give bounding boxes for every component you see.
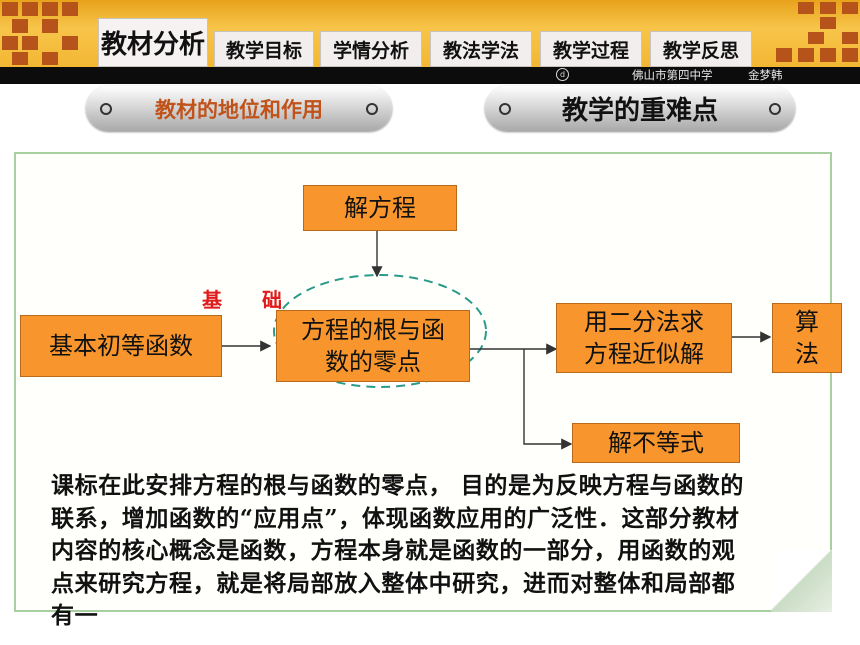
- basis-label-1: 基: [202, 288, 222, 312]
- decor-square: [42, 52, 58, 65]
- tab-teaching-reflection[interactable]: 教学反思: [650, 31, 752, 67]
- node-algorithm: 算 法: [772, 303, 842, 373]
- section-label-key-points: 教学的重难点: [561, 96, 718, 126]
- tab-teaching-methods[interactable]: 教法学法: [430, 31, 532, 67]
- tab-textbook-analysis[interactable]: 教材分析: [98, 18, 208, 67]
- decor-square: [820, 2, 836, 14]
- node-roots-and-zeros-line2: 数的零点: [325, 348, 421, 376]
- decor-square: [798, 48, 814, 62]
- decor-square: [12, 52, 28, 65]
- arrow-branch-down: [523, 349, 573, 450]
- basis-label-2: 础: [262, 288, 282, 312]
- decor-square: [42, 2, 58, 16]
- node-bisection-line1: 用二分法求: [584, 308, 704, 336]
- tab-teaching-goals[interactable]: 教学目标: [214, 31, 314, 67]
- decor-square: [62, 36, 78, 50]
- section-button-key-points[interactable]: 教学的重难点: [485, 86, 795, 131]
- tab-teaching-process[interactable]: 教学过程: [540, 31, 642, 67]
- decor-square: [42, 19, 58, 33]
- node-roots-and-zeros: 方程的根与函 数的零点: [276, 310, 470, 382]
- decor-square: [820, 17, 836, 29]
- author-name: 金梦韩: [748, 68, 783, 82]
- node-solve-equation: 解方程: [303, 185, 457, 231]
- school-name: 佛山市第四中学: [632, 68, 713, 82]
- decor-square: [2, 2, 18, 16]
- node-bisection: 用二分法求 方程近似解: [556, 303, 732, 373]
- decor-square: [12, 19, 28, 33]
- decor-square: [808, 32, 824, 44]
- decor-square: [798, 2, 814, 14]
- decor-square: [2, 36, 18, 50]
- decor-square: [842, 32, 858, 44]
- body-paragraph: 课标在此安排方程的根与函数的零点， 目的是为反映方程与函数的联系，增加函数的“应…: [51, 472, 745, 629]
- decor-square: [842, 48, 858, 62]
- tab-student-analysis[interactable]: 学情分析: [320, 31, 422, 67]
- school-logo-icon: d: [556, 68, 569, 81]
- decor-square: [62, 2, 78, 16]
- page-curl: [771, 550, 832, 612]
- decor-square: [776, 48, 792, 62]
- decor-square: [22, 2, 38, 16]
- footer-bar: [0, 67, 860, 84]
- node-roots-and-zeros-line1: 方程的根与函: [301, 316, 445, 344]
- circle-icon: [769, 102, 781, 115]
- section-button-role[interactable]: 教材的地位和作用: [86, 86, 392, 131]
- node-algorithm-line2: 法: [795, 340, 819, 368]
- circle-icon: [366, 102, 378, 115]
- circle-icon: [499, 102, 511, 115]
- circle-icon: [100, 102, 112, 115]
- decor-square: [22, 36, 38, 50]
- node-basic-functions: 基本初等函数: [20, 315, 222, 377]
- node-algorithm-line1: 算: [795, 308, 819, 336]
- node-bisection-line2: 方程近似解: [584, 340, 704, 368]
- decor-square: [842, 2, 858, 14]
- node-inequality: 解不等式: [572, 423, 740, 463]
- decor-square: [820, 48, 836, 62]
- section-label-role: 教材的地位和作用: [155, 97, 323, 122]
